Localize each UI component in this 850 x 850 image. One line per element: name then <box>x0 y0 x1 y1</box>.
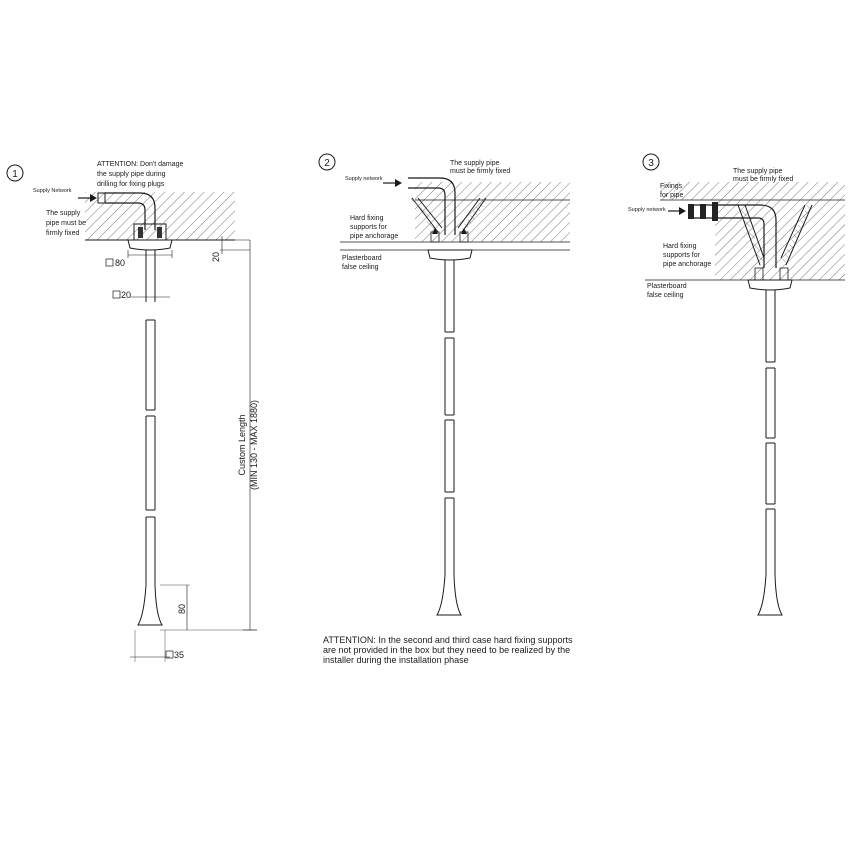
step-2-rod <box>436 260 462 616</box>
step-3-spray-head <box>757 574 783 616</box>
step-2-hard-fixing-1: Hard fixing <box>350 215 384 222</box>
step-3-hard-fixing-2: supports for <box>663 252 701 259</box>
step-1-canopy <box>127 239 173 251</box>
step-2-ceiling-hatch <box>415 182 570 242</box>
step-2-supply-network: Supply network <box>345 176 383 182</box>
step-3-fixing-2 <box>700 204 706 219</box>
step-3-supply-pipe <box>690 204 777 268</box>
step-1-circle <box>6 164 24 182</box>
installation-note: ATTENTION: In the second and third case … <box>323 635 573 665</box>
step-2-hard-fixing-2: supports for <box>350 224 388 231</box>
step-1-pipe-fixed-3: firmly fixed <box>46 230 80 237</box>
step-3-fixings-1: Fixings <box>660 183 683 190</box>
custom-length-range: (MIN 130 - MAX 1880) <box>249 400 259 490</box>
step-3-plasterboard-2: false ceiling <box>647 292 684 299</box>
step-2-spray-head <box>436 574 462 616</box>
step-1-rod <box>137 250 163 626</box>
step-1-pipe-fixed-2: pipe must be <box>46 220 86 227</box>
dim-20-pipe: 20 <box>121 290 131 300</box>
step-3-supply-network: Supply network <box>628 207 666 213</box>
note-line-2: are not provided in the box but they nee… <box>323 645 570 655</box>
step-3-rod <box>757 290 783 616</box>
step-2-plasterboard-1: Plasterboard <box>342 255 382 262</box>
step-3-fixings-2: for pipe <box>660 192 683 199</box>
step-2-circle <box>318 153 336 171</box>
step-2-number: 2 <box>324 158 330 169</box>
step-1-number: 1 <box>12 169 18 180</box>
step-3-canopy <box>747 279 793 291</box>
step-1-diagram: 1 <box>6 161 259 662</box>
step-1-supply-network: Supply Network <box>33 188 72 194</box>
step-3-hard-fixing-1: Hard fixing <box>663 243 697 250</box>
dim-80-bottom: 80 <box>177 604 187 614</box>
step-3-pipe-fixed-1: The supply pipe <box>733 168 783 175</box>
step-3-number: 3 <box>648 158 654 169</box>
step-3-circle <box>642 153 660 171</box>
step-2-diagram: 2 <box>318 153 570 616</box>
step-3-plasterboard-1: Plasterboard <box>647 283 687 290</box>
step-3-fixing-3 <box>712 202 718 221</box>
step-3-hard-fixing-3: pipe anchorage <box>663 261 711 268</box>
step-1-pipe-fixed-1: The supply <box>46 210 81 217</box>
note-line-1: ATTENTION: In the second and third case … <box>323 635 573 645</box>
dim-80-top: 80 <box>115 258 125 268</box>
step-3-fixing-1 <box>688 204 694 219</box>
step-2-pipe-fixed-1: The supply pipe <box>450 160 500 167</box>
step-2-plasterboard-2: false ceiling <box>342 264 379 271</box>
custom-length-label: Custom Length <box>237 414 247 475</box>
step-1-attention-line-2: the supply pipe during <box>97 171 166 178</box>
step-2-pipe-fixed-2: must be firmly fixed <box>450 168 510 175</box>
note-line-3: installer during the installation phase <box>323 655 469 665</box>
step-1-supply-pipe <box>105 192 156 230</box>
step-1-attention-line-3: drilling for fixing plugs <box>97 181 165 188</box>
step-1-spray-head <box>137 584 163 626</box>
step-3-ceiling-hatch <box>660 182 845 200</box>
step-1-attention-line-1: ATTENTION: Don't damage <box>97 161 184 168</box>
step-2-supply-pipe <box>408 177 456 235</box>
step-2-canopy <box>427 249 473 261</box>
step-3-diagram: 3 <box>628 153 845 616</box>
step-2-hard-fixing-3: pipe anchorage <box>350 233 398 240</box>
step-3-pipe-fixed-2: must be firmly fixed <box>733 176 793 183</box>
dim-20-side: 20 <box>211 252 221 262</box>
dim-35: 35 <box>174 650 184 660</box>
